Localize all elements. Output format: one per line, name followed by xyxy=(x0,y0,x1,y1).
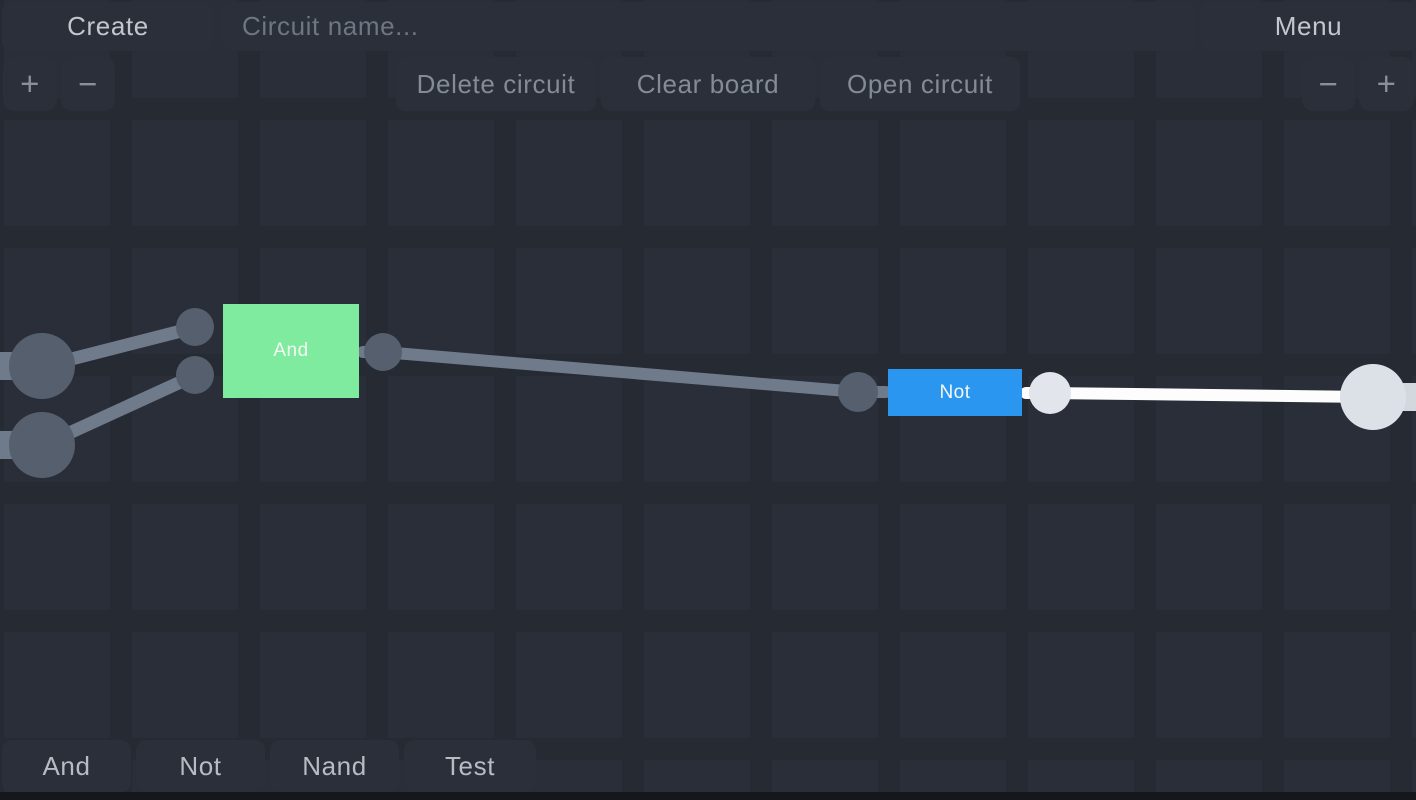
zoom-in-button-left[interactable]: + xyxy=(3,57,57,111)
not-gate-input-pin[interactable] xyxy=(838,372,878,412)
palette-item-test[interactable]: Test xyxy=(404,740,536,792)
wire-and-to-not[interactable] xyxy=(382,346,859,398)
palette-item-not[interactable]: Not xyxy=(136,740,265,792)
and-gate-input-pin-2[interactable] xyxy=(176,356,214,394)
delete-circuit-button[interactable]: Delete circuit xyxy=(396,57,596,111)
palette-item-and[interactable]: And xyxy=(2,740,131,792)
not-gate[interactable]: Not xyxy=(888,369,1022,416)
palette-item-nand[interactable]: Nand xyxy=(270,740,399,792)
open-circuit-button[interactable]: Open circuit xyxy=(820,57,1020,111)
menu-button[interactable]: Menu xyxy=(1201,2,1416,51)
zoom-in-button-right[interactable]: + xyxy=(1359,57,1414,111)
and-gate-input-pin-1[interactable] xyxy=(176,308,214,346)
not-gate-label: Not xyxy=(939,381,971,403)
create-button[interactable]: Create xyxy=(2,2,214,51)
output-node[interactable] xyxy=(1340,364,1406,430)
input-node-1[interactable] xyxy=(9,333,75,399)
zoom-out-button-left[interactable]: − xyxy=(61,57,115,111)
input-node-2[interactable] xyxy=(9,412,75,478)
and-gate-label: And xyxy=(273,340,309,361)
wire-not-to-output-node[interactable] xyxy=(1049,387,1375,404)
and-gate-output-pin[interactable] xyxy=(364,333,402,371)
bottom-edge-strip xyxy=(0,792,1416,800)
not-gate-output-pin[interactable] xyxy=(1029,372,1071,414)
and-gate[interactable]: And xyxy=(223,304,359,398)
zoom-out-button-right[interactable]: − xyxy=(1302,57,1355,111)
clear-board-button[interactable]: Clear board xyxy=(601,57,815,111)
circuit-name-input[interactable] xyxy=(222,2,1196,51)
